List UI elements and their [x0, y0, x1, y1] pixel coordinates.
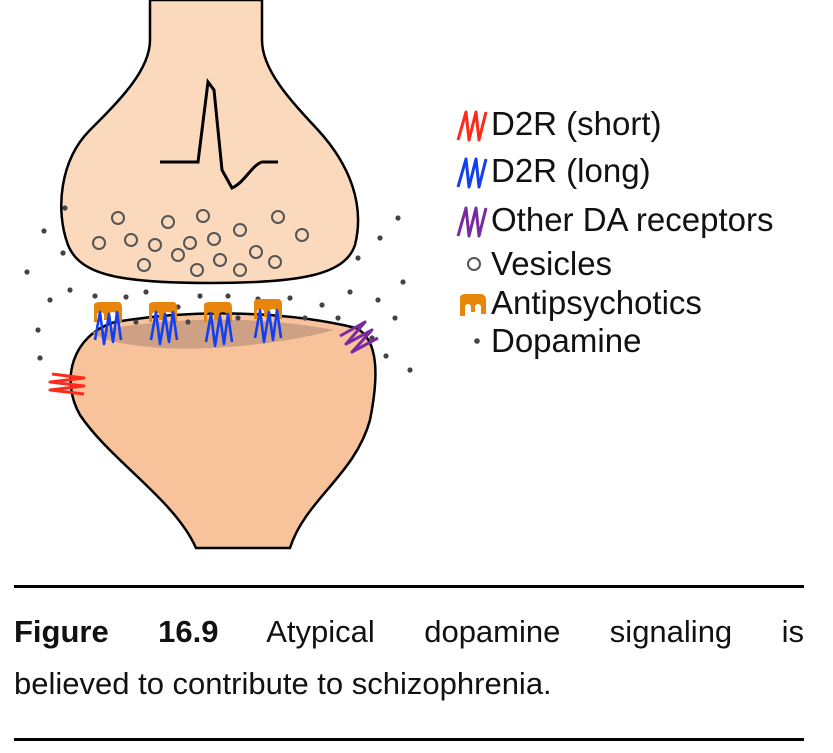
caption-figure-number: Figure 16.9 [14, 614, 219, 649]
synapse-diagram: D2R (short) D2R (long) Other DA receptor… [24, 0, 773, 550]
dopamine-dot [395, 215, 401, 221]
vesicle [233, 223, 247, 237]
figure-caption: Figure 16.9 Atypical dopamine signaling … [14, 606, 804, 710]
dopamine-dot [225, 293, 231, 299]
vesicle [295, 228, 309, 242]
dopamine-dot [287, 295, 293, 301]
dopamine-dot [347, 289, 353, 295]
vesicle [111, 211, 125, 225]
dopamine-dot [319, 302, 325, 308]
dopamine-dot [377, 235, 383, 241]
legend-label-other-da: Other DA receptors [491, 201, 773, 238]
vesicle-circle-icon [467, 257, 481, 271]
vesicle [161, 215, 175, 229]
d2r-long-receptor [149, 310, 179, 346]
vesicle [271, 210, 285, 224]
red-receptor-icon [456, 110, 488, 142]
vesicle [171, 248, 185, 262]
action-potential-trace [160, 78, 278, 190]
dopamine-dot [62, 205, 68, 211]
dopamine-dot [400, 279, 406, 285]
caption-line-2: believed to contribute to schizophrenia. [14, 666, 552, 701]
dopamine-dot [41, 228, 47, 234]
other-da-receptor [339, 320, 379, 354]
orange-antipsychotic-icon [460, 294, 486, 316]
caption-top-rule [14, 585, 804, 588]
postsynaptic-spine [69, 312, 377, 550]
d2r-long-receptor [253, 308, 283, 344]
dopamine-dot [24, 269, 30, 275]
blue-receptor-icon [456, 157, 488, 189]
legend-label-vesicles: Vesicles [491, 245, 612, 282]
dopamine-dot [335, 315, 341, 321]
dopamine-dot [60, 250, 66, 256]
dopamine-dot [355, 255, 361, 261]
dopamine-dot [67, 287, 73, 293]
d2r-short-receptor [48, 372, 86, 396]
vesicle [207, 232, 221, 246]
dopamine-dot [407, 367, 413, 373]
dopamine-dot [235, 315, 241, 321]
antipsychotic-block [254, 299, 282, 319]
dopamine-dot-icon [474, 338, 480, 344]
legend-label-antipsychotics: Antipsychotics [491, 284, 702, 321]
legend: D2R (short) D2R (long) Other DA receptor… [456, 105, 773, 359]
d2r-long-group [93, 308, 283, 348]
vesicle [92, 236, 106, 250]
dopamine-dot [92, 293, 98, 299]
caption-line-1: Figure 16.9 Atypical dopamine signaling … [14, 606, 804, 658]
purple-receptor-icon [456, 206, 488, 238]
dopamine-dot [302, 315, 308, 321]
antipsychotic-block [149, 302, 177, 322]
dopamine-dot [375, 297, 381, 303]
dopamine-dot [392, 315, 398, 321]
dopamine-dot [185, 319, 191, 325]
dopamine-dot [143, 289, 149, 295]
dopamine-dot [37, 355, 43, 361]
dopamine-dot [47, 297, 53, 303]
vesicle [183, 236, 197, 250]
vesicle [148, 238, 162, 252]
caption-text-1: Atypical dopamine signaling is [266, 614, 804, 649]
antipsychotic-group [94, 299, 282, 322]
d2r-long-receptor [93, 310, 123, 346]
presynaptic-terminal [60, 0, 360, 285]
dopamine-group [24, 205, 413, 373]
legend-label-dopamine: Dopamine [491, 322, 641, 359]
dopamine-dot [123, 294, 129, 300]
vesicle [124, 233, 138, 247]
vesicle [233, 263, 247, 277]
vesicle [190, 263, 204, 277]
vesicle [268, 255, 282, 269]
vesicle [137, 258, 151, 272]
antipsychotic-block [204, 302, 232, 322]
d2r-long-receptor [204, 312, 234, 348]
caption-bottom-rule [14, 738, 804, 741]
legend-label-d2r-long: D2R (long) [491, 152, 651, 189]
antipsychotic-block [94, 302, 122, 322]
dopamine-dot [197, 293, 203, 299]
vesicle [196, 209, 210, 223]
legend-label-d2r-short: D2R (short) [491, 105, 662, 142]
vesicle-group [92, 209, 309, 277]
vesicle [213, 253, 227, 267]
vesicle [249, 245, 263, 259]
dopamine-dot [133, 319, 139, 325]
dopamine-dot [35, 327, 41, 333]
dopamine-dot [383, 353, 389, 359]
